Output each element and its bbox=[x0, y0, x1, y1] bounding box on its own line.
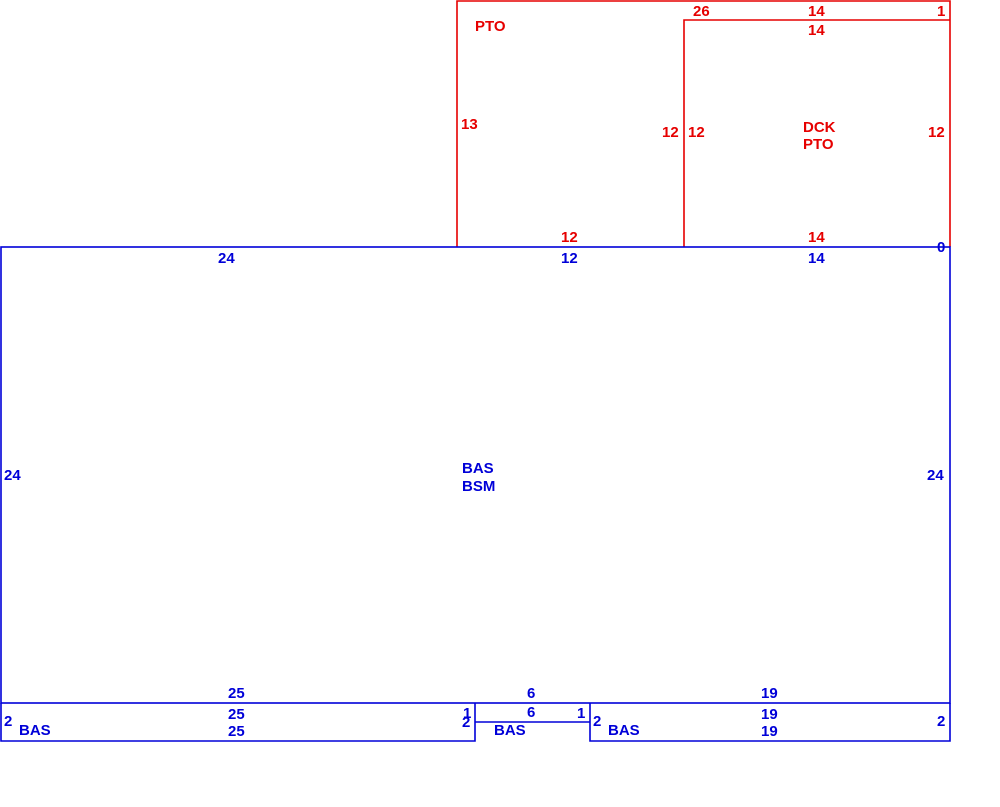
dim-bas-left-right-2: 2 bbox=[462, 714, 470, 731]
dim-pto-top-26: 26 bbox=[693, 3, 710, 20]
dim-bsm-bottom-25: 25 bbox=[228, 685, 245, 702]
upper-level-group: PTO DCK PTO 26 14 1 14 13 12 12 12 12 14 bbox=[456, 0, 951, 247]
dim-pto-right-12: 12 bbox=[662, 124, 679, 141]
bas-right-label: BAS bbox=[608, 722, 640, 739]
dim-bas-left-notch-1: 1 bbox=[463, 705, 471, 722]
bas-right-outline bbox=[589, 703, 951, 742]
dim-bsm-right-24: 24 bbox=[927, 467, 944, 484]
dck-pto-label-line2: PTO bbox=[803, 136, 834, 153]
dim-bas-left-left-2: 2 bbox=[4, 713, 12, 730]
dim-bas-left-bottom-25: 25 bbox=[228, 723, 245, 740]
dim-bas-right-right-2: 2 bbox=[937, 713, 945, 730]
dim-bsm-left-24: 24 bbox=[4, 467, 21, 484]
dim-pto-top-14: 14 bbox=[808, 3, 825, 20]
dim-bas-center-top-6: 6 bbox=[527, 704, 535, 721]
pto-upper-outline bbox=[456, 0, 951, 247]
dim-dck-bottom-14: 14 bbox=[808, 229, 825, 246]
dim-pto-bottom-12: 12 bbox=[561, 229, 578, 246]
dck-pto-outline bbox=[683, 19, 950, 247]
dim-dck-left-12: 12 bbox=[688, 124, 705, 141]
dim-bas-right-left-2: 2 bbox=[593, 713, 601, 730]
dim-bas-left-top-25: 25 bbox=[228, 706, 245, 723]
dim-bas-right-top-19: 19 bbox=[761, 706, 778, 723]
dim-bsm-top-14: 14 bbox=[808, 250, 825, 267]
dim-bas-center-notch-1: 1 bbox=[577, 705, 585, 722]
main-level-group: BAS BSM BAS BAS BAS 24 12 14 0 24 24 25 … bbox=[0, 239, 951, 742]
dim-bsm-corner-0: 0 bbox=[937, 239, 945, 256]
dim-bsm-top-24: 24 bbox=[218, 250, 235, 267]
dim-bsm-bottom-6: 6 bbox=[527, 685, 535, 702]
bas-center-label: BAS bbox=[494, 722, 526, 739]
bas-left-label: BAS bbox=[19, 722, 51, 739]
dck-pto-label-line1: DCK bbox=[803, 119, 836, 136]
dim-bsm-bottom-19: 19 bbox=[761, 685, 778, 702]
bas-bsm-label-line1: BAS bbox=[462, 460, 494, 477]
dim-dck-top-14: 14 bbox=[808, 22, 825, 39]
dim-bsm-top-12: 12 bbox=[561, 250, 578, 267]
bas-bsm-label-line2: BSM bbox=[462, 478, 495, 495]
dim-pto-top-1: 1 bbox=[937, 3, 945, 20]
dim-dck-right-12: 12 bbox=[928, 124, 945, 141]
pto-upper-label: PTO bbox=[475, 18, 506, 35]
dim-bas-right-bottom-19: 19 bbox=[761, 723, 778, 740]
dim-pto-left-13: 13 bbox=[461, 116, 478, 133]
